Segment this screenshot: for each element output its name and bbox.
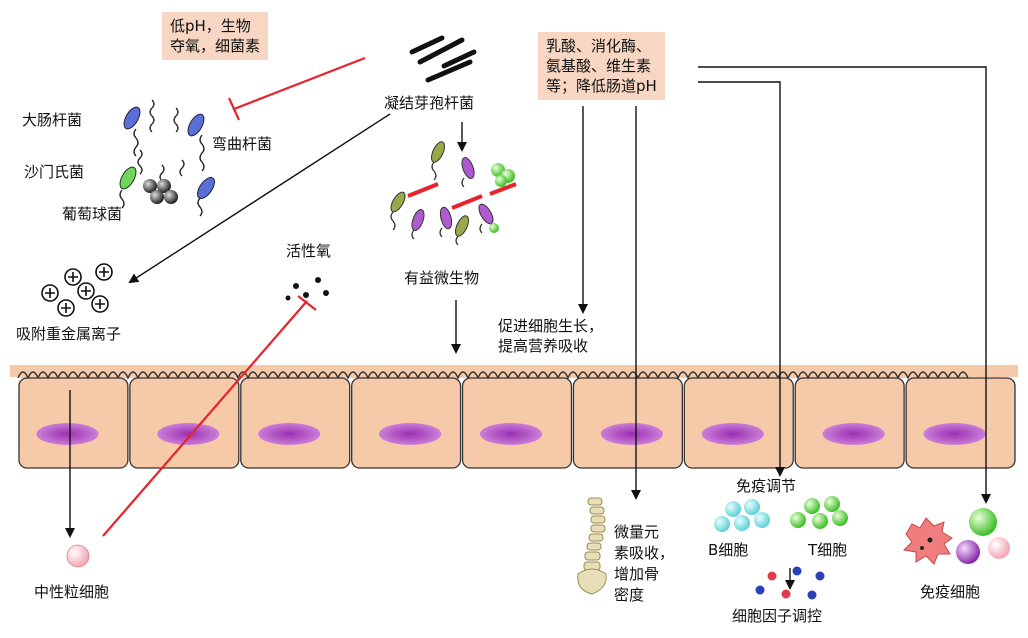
beneficial-bacterium bbox=[431, 141, 445, 181]
ros-label: 活性氧 bbox=[286, 242, 332, 260]
flagella-squiggle bbox=[137, 99, 185, 182]
t-cell-label: T细胞 bbox=[808, 541, 848, 559]
metabolites-line-3: 等；降低肠道pH bbox=[546, 77, 657, 95]
positive-ion-icon bbox=[95, 263, 113, 281]
metabolites-box: 乳酸、消化酶、 氨基酸、维生素 等；降低肠道pH bbox=[538, 32, 665, 100]
e-coli-bacterium bbox=[187, 113, 205, 172]
neutrophil-cell bbox=[66, 544, 90, 568]
metabolites-line-1: 乳酸、消化酶、 bbox=[546, 37, 652, 55]
immune-cell-label: 免疫细胞 bbox=[920, 583, 981, 601]
trace-line-2: 素吸收， bbox=[614, 544, 675, 562]
beneficial-bacterium bbox=[478, 203, 494, 234]
b-cell-label: B细胞 bbox=[708, 541, 749, 559]
trace-element-label: 微量元 素吸收， 增加骨 密度 bbox=[614, 522, 674, 606]
b-cells bbox=[714, 499, 770, 532]
pathogen-group bbox=[119, 99, 215, 217]
cell-growth-line-1: 促进细胞生长， bbox=[498, 317, 604, 335]
beneficial-bacterium bbox=[461, 157, 475, 188]
heavy-metal-label: 吸附重金属离子 bbox=[16, 325, 122, 343]
trace-line-3: 增加骨 bbox=[614, 565, 660, 583]
metabolites-line-2: 氨基酸、维生素 bbox=[546, 57, 652, 75]
e-coli-label: 大肠杆菌 bbox=[22, 111, 83, 129]
positive-ion-icon bbox=[64, 268, 82, 286]
epithelial-cell bbox=[240, 377, 351, 469]
salmonella-label: 沙门氏菌 bbox=[24, 163, 85, 181]
ros-particles bbox=[285, 277, 329, 301]
epithelial-cell bbox=[572, 377, 683, 469]
cell-nucleus bbox=[379, 423, 442, 445]
intestinal-epithelium bbox=[10, 365, 1018, 469]
staphylococcus-cluster bbox=[143, 179, 178, 204]
bacillus-coagulans-icon bbox=[409, 35, 477, 83]
cell-growth-label: 促进细胞生长， 提高营养吸收 bbox=[498, 316, 603, 356]
epithelial-cell bbox=[18, 377, 129, 469]
immune-regulation-label: 免疫调节 bbox=[736, 477, 797, 495]
beneficial-coccus bbox=[489, 223, 499, 233]
heavy-metal-ions bbox=[41, 263, 113, 317]
immune-cells bbox=[902, 508, 1010, 565]
cell-nucleus bbox=[479, 423, 543, 445]
beneficial-microbes bbox=[390, 141, 517, 246]
trace-line-4: 密度 bbox=[614, 586, 645, 604]
positive-ion-icon bbox=[41, 284, 59, 302]
beneficial-bacterium bbox=[439, 206, 453, 238]
e-coli-bacterium bbox=[123, 106, 141, 157]
cell-nucleus bbox=[258, 423, 321, 445]
epithelial-cell bbox=[794, 377, 905, 469]
epithelial-cell bbox=[461, 377, 573, 469]
positive-ion-icon bbox=[77, 282, 95, 300]
salmonella-bacterium bbox=[119, 166, 137, 209]
inhibition-lines bbox=[102, 56, 366, 537]
e-coli-bacterium bbox=[197, 177, 215, 217]
low-ph-mechanism-box: 低pH，生物 夺氧，细菌素 bbox=[162, 12, 269, 60]
campylobacter-label: 弯曲杆菌 bbox=[212, 135, 273, 153]
neutrophil-label: 中性粒细胞 bbox=[34, 583, 110, 601]
t-cells bbox=[790, 496, 848, 529]
epithelial-cell bbox=[129, 377, 240, 469]
epithelial-cell bbox=[683, 377, 794, 469]
positive-ion-icon bbox=[91, 295, 109, 313]
epithelial-cell bbox=[905, 377, 1016, 469]
low-ph-line-1: 低pH，生物 bbox=[170, 17, 251, 35]
cell-nucleus bbox=[600, 423, 663, 445]
beneficial-coccus bbox=[495, 175, 507, 187]
beneficial-bacterium bbox=[411, 209, 425, 240]
cell-nucleus bbox=[157, 423, 220, 445]
cell-nucleus bbox=[36, 423, 99, 445]
cell-growth-line-2: 提高营养吸收 bbox=[498, 337, 589, 355]
trace-line-1: 微量元 bbox=[614, 523, 660, 541]
staphylococcus-label: 葡萄球菌 bbox=[62, 205, 123, 223]
epithelial-cell bbox=[351, 377, 462, 469]
inhibit-bars bbox=[407, 182, 517, 210]
cell-nucleus bbox=[822, 423, 885, 445]
beneficial-microbes-label: 有益微生物 bbox=[404, 269, 480, 287]
pathway-arrows bbox=[65, 66, 991, 590]
cell-nucleus bbox=[701, 423, 764, 445]
cytokine-label: 细胞因子调控 bbox=[732, 607, 823, 625]
cytokines bbox=[755, 566, 825, 600]
positive-ion-icon bbox=[57, 299, 75, 317]
spine-bone-icon bbox=[577, 497, 607, 595]
bacillus-coagulans-label: 凝结芽孢杆菌 bbox=[384, 94, 475, 112]
beneficial-bacterium bbox=[455, 215, 469, 246]
cell-nucleus bbox=[923, 423, 986, 445]
beneficial-bacterium bbox=[390, 191, 406, 231]
low-ph-line-2: 夺氧，细菌素 bbox=[170, 37, 261, 55]
